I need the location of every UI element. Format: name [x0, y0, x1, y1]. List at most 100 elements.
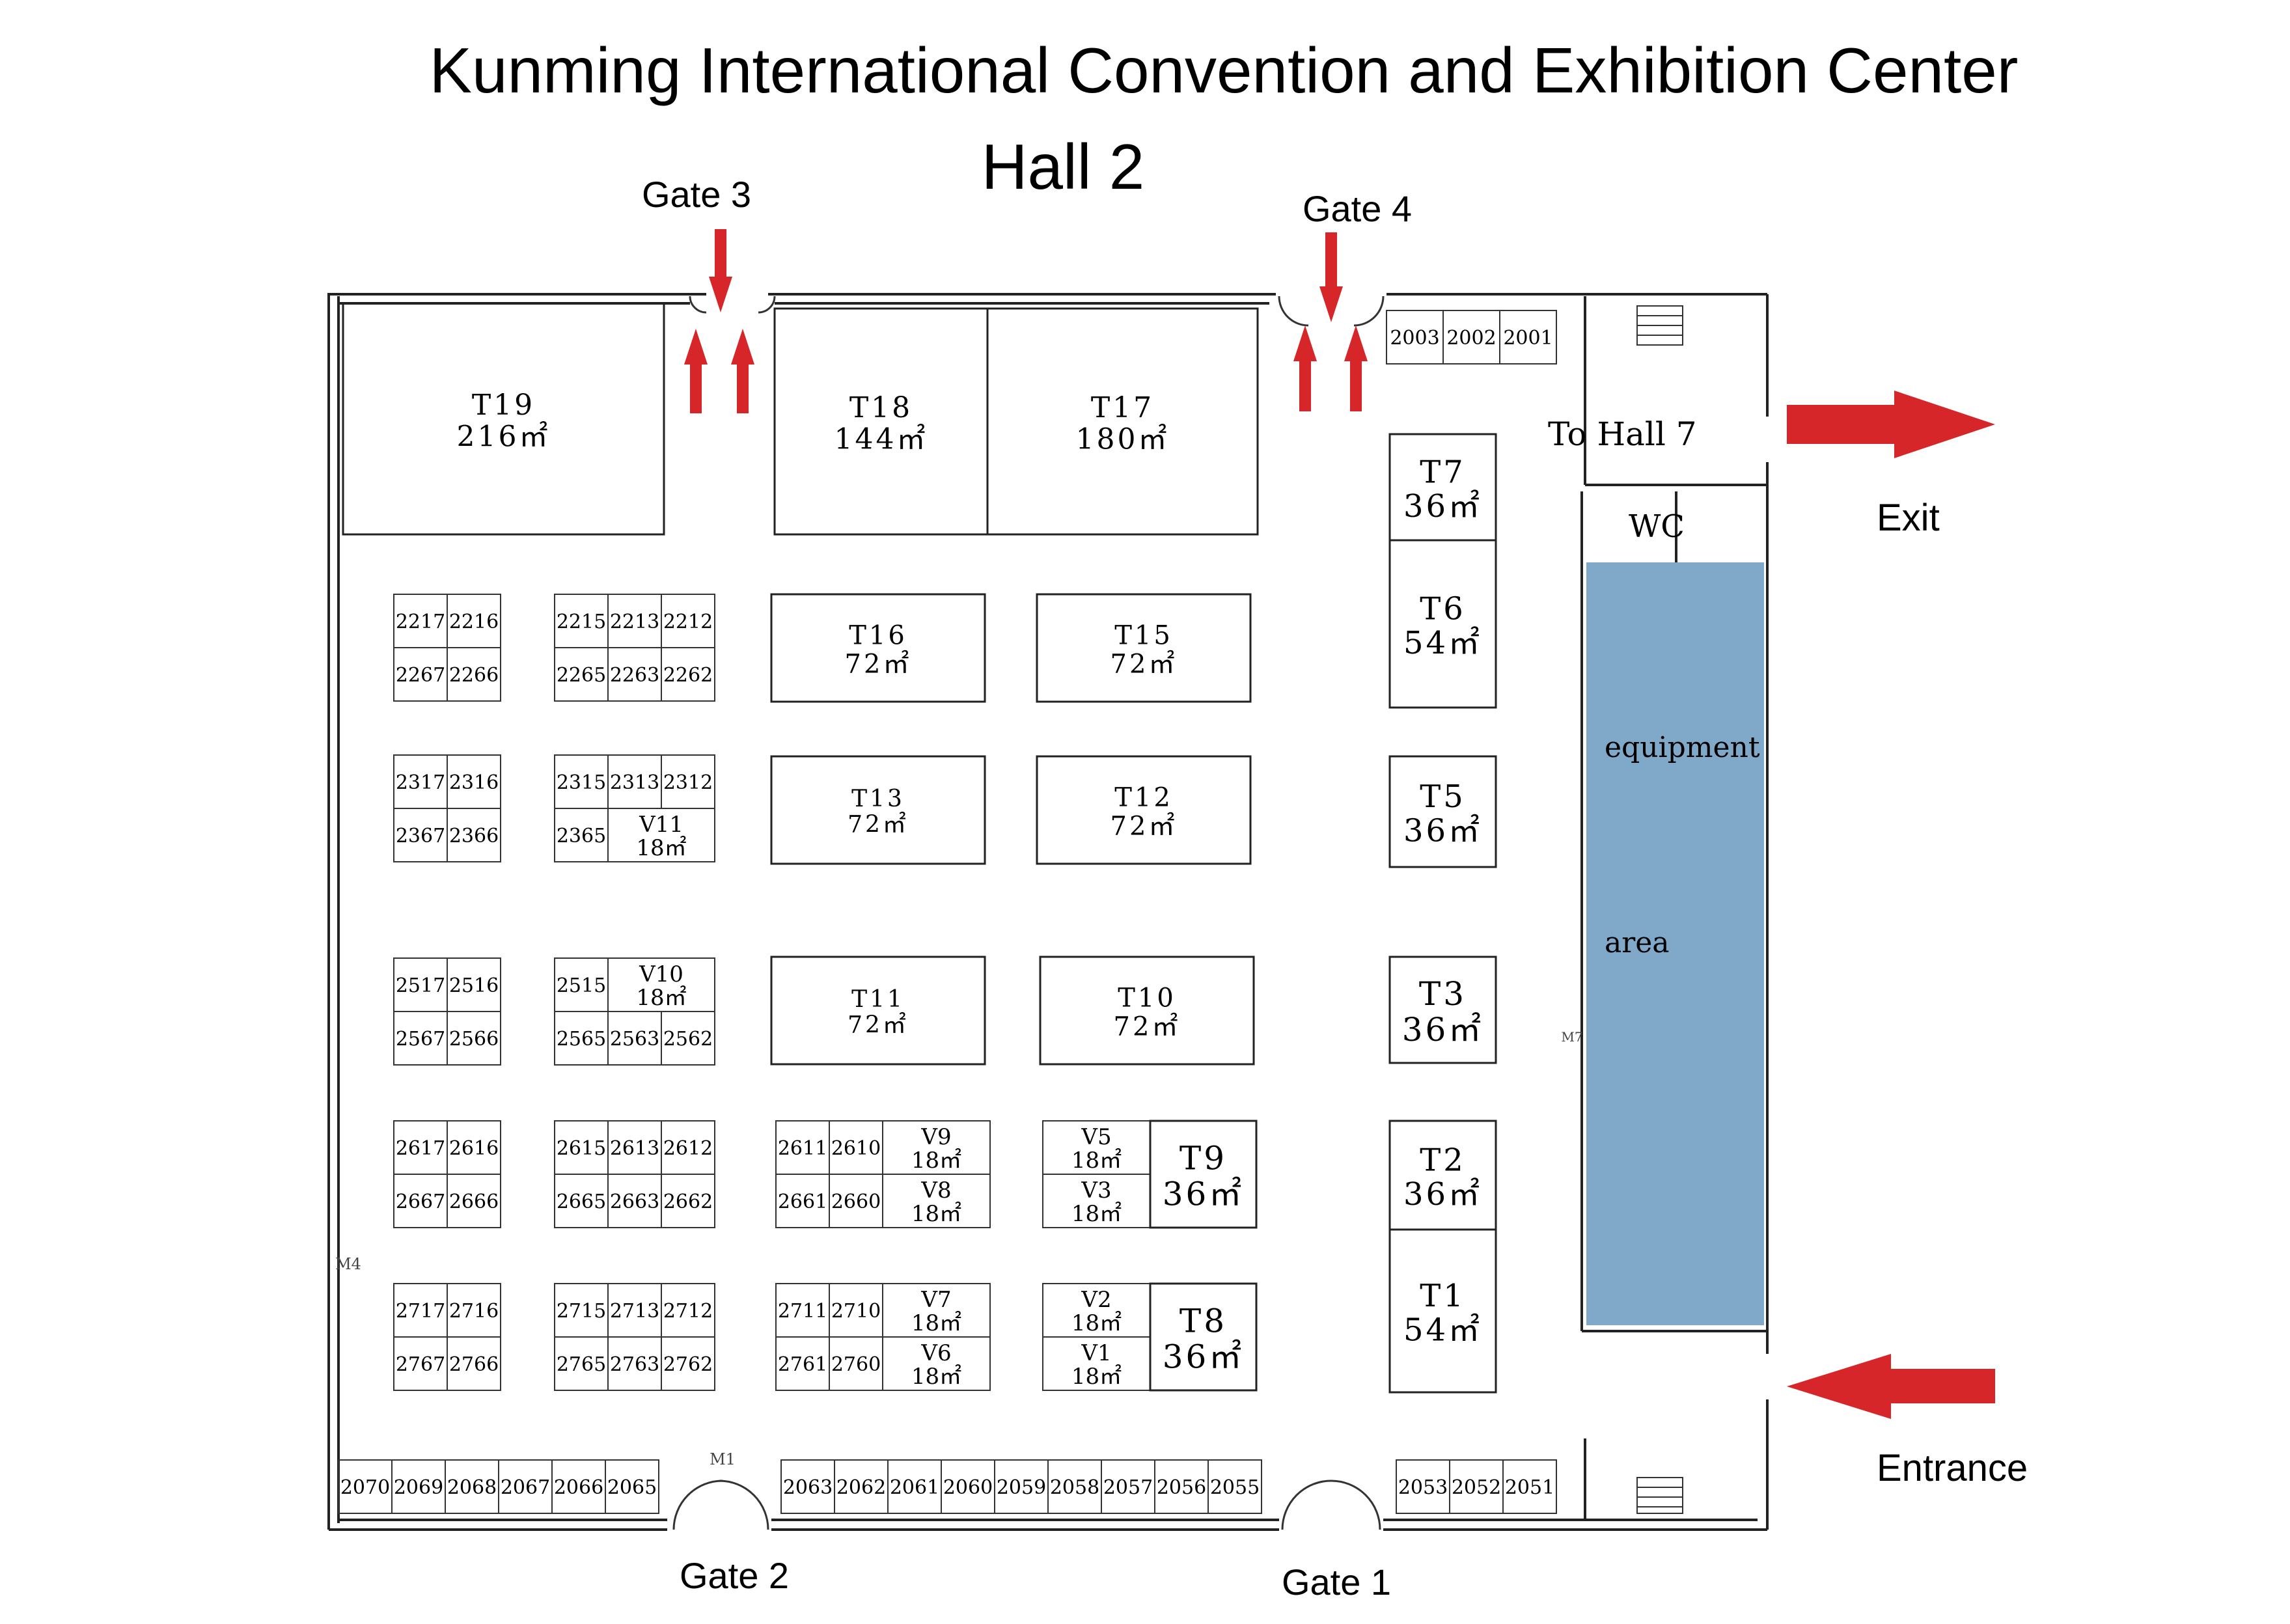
- booth-cell: 2665: [554, 1174, 609, 1228]
- equipment-label-2: area: [1605, 926, 1670, 959]
- booth-number: 2213: [610, 611, 659, 633]
- entrance-label: Entrance: [1877, 1447, 2028, 1489]
- booth-id: T9: [1179, 1140, 1227, 1177]
- booth-cell: 2051: [1502, 1459, 1557, 1514]
- wc-label: WC: [1629, 508, 1685, 545]
- booth-cell: 2316: [447, 754, 501, 809]
- booth-number: 2365: [557, 825, 606, 847]
- to-hall-label: To Hall 7: [1548, 415, 1697, 453]
- booth-cell: 2617: [393, 1120, 448, 1175]
- booth-cell: 2666: [447, 1174, 501, 1228]
- arrow-icon: [684, 329, 708, 413]
- booth-cell: 2611: [775, 1120, 830, 1175]
- booth-number: 2761: [778, 1353, 827, 1376]
- booth-number: 2069: [394, 1476, 443, 1499]
- booth-cell: 2061: [887, 1459, 942, 1514]
- booth-number: 2060: [943, 1476, 993, 1499]
- booth-number: 2662: [663, 1190, 713, 1213]
- booth-area: 72㎡: [845, 650, 912, 680]
- booth-number: 2760: [831, 1353, 881, 1376]
- arrow-icon: [709, 229, 732, 312]
- exit-label: Exit: [1877, 497, 1940, 539]
- booth-number: 2565: [557, 1028, 606, 1051]
- booth-cell: 2063: [780, 1459, 835, 1514]
- booth-cell: 2060: [941, 1459, 995, 1514]
- booth-id: T13: [851, 786, 905, 812]
- booth-number: 2712: [663, 1300, 713, 1323]
- booth-id: T10: [1118, 984, 1176, 1013]
- booth-cell: 2565: [554, 1011, 609, 1066]
- booth-cell-outline: [1502, 1459, 1557, 1514]
- booth-cell: 2567: [393, 1011, 448, 1066]
- booth-area: 72㎡: [848, 811, 909, 838]
- booth-number: 2212: [663, 611, 713, 633]
- booth-number: 2612: [663, 1137, 713, 1160]
- booth-cell: 2713: [607, 1283, 662, 1338]
- booth-cell-outline: [661, 647, 715, 702]
- booth-id: V10: [639, 961, 683, 987]
- booth-id: T7: [1420, 454, 1466, 490]
- booth-number: 2051: [1505, 1476, 1554, 1499]
- booth-cell: 2069: [391, 1459, 446, 1514]
- booth-cell-outline: [554, 808, 609, 862]
- booth-cell: 2267: [393, 647, 448, 702]
- booth-number: 2313: [610, 771, 659, 794]
- booth-number: 2053: [1398, 1476, 1448, 1499]
- booth-cell: 2616: [447, 1120, 501, 1175]
- booth-area: 72㎡: [1111, 812, 1178, 842]
- booth-id: V2: [1081, 1287, 1111, 1313]
- booth-id: T19: [472, 389, 535, 422]
- booth-number: 2767: [396, 1353, 445, 1376]
- booth-cell: 2765: [554, 1336, 609, 1391]
- booth-cell: 2660: [829, 1174, 883, 1228]
- booth-outline: [1388, 755, 1497, 868]
- hall-walls: [327, 293, 1769, 1531]
- booth-number: 2052: [1452, 1476, 1501, 1499]
- booth-number: 2312: [663, 771, 713, 794]
- marker-m7: M7: [1561, 1029, 1582, 1045]
- booth-outline: [986, 307, 1259, 536]
- booth-cell: 2563: [607, 1011, 662, 1066]
- booth-number: 2562: [663, 1028, 713, 1051]
- booth-cell: 2610: [829, 1120, 883, 1175]
- booth-number: 2262: [663, 664, 713, 687]
- booth-number: 2567: [396, 1028, 445, 1051]
- booth-outline: [1388, 1228, 1497, 1394]
- booth-cell: 2067: [498, 1459, 553, 1514]
- booth-cell: 2317: [393, 754, 448, 809]
- booth-id: T3: [1419, 975, 1467, 1013]
- booth-cell: 2566: [447, 1011, 501, 1066]
- booth-id: V5: [1081, 1124, 1111, 1150]
- door-markers: [672, 296, 1385, 1530]
- booth-number: 2516: [449, 974, 499, 997]
- booth-cell: 2715: [554, 1283, 609, 1338]
- marker-m1: M1: [710, 1450, 736, 1468]
- booth-cell: 2562: [661, 1011, 715, 1066]
- booth-cell: 2066: [551, 1459, 606, 1514]
- gate-3-label: Gate 3: [642, 174, 751, 215]
- booth-cell: 2070: [338, 1459, 393, 1514]
- booth-number: 2068: [447, 1476, 497, 1499]
- booth-cell-outline: [447, 647, 501, 702]
- booth-number: 2063: [783, 1476, 833, 1499]
- booth-number: 2763: [610, 1353, 659, 1376]
- booth-cell: 2001: [1499, 310, 1557, 365]
- booth-id: T2: [1420, 1142, 1466, 1178]
- booth-area: 72㎡: [848, 1012, 909, 1039]
- booth-cell: 2065: [605, 1459, 659, 1514]
- booth-number: 2266: [449, 664, 499, 687]
- booth-cell: 2058: [1047, 1459, 1102, 1514]
- booth-number: 2317: [396, 771, 445, 794]
- booth-cell: 2053: [1396, 1459, 1450, 1514]
- booth-area: 36㎡: [1163, 1338, 1245, 1376]
- booth-cell: 2515: [554, 957, 609, 1012]
- booth-outline: [1388, 956, 1497, 1064]
- booth-number: 2765: [557, 1353, 606, 1376]
